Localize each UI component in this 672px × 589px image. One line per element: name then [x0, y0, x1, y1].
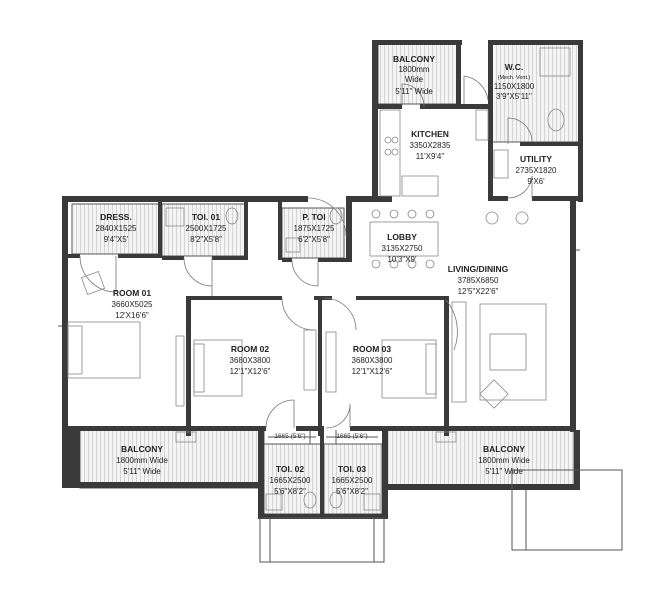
label-lobby: LOBBY 3135X2750 10'3"X9'	[382, 232, 423, 264]
svg-text:12'5"X22'6": 12'5"X22'6"	[458, 287, 499, 296]
svg-text:2735X1820: 2735X1820	[516, 166, 557, 175]
svg-text:ROOM 01: ROOM 01	[113, 288, 152, 298]
svg-text:1800mm: 1800mm	[398, 65, 429, 74]
label-utility: UTILITY 2735X1820 9'X6'	[516, 154, 557, 186]
svg-text:5'11" Wide: 5'11" Wide	[395, 87, 433, 96]
label-room-01: ROOM 01 3660X5025 12'X16'6"	[112, 288, 153, 320]
label-toi02: 1665 (5'6") TOI. 02 1665X2500 5'6"X8'2"	[270, 433, 311, 496]
svg-text:9'4"X5': 9'4"X5'	[104, 235, 129, 244]
label-balcony-left: BALCONY 1800mm Wide 5'11" Wide	[116, 444, 168, 476]
svg-text:1665X2500: 1665X2500	[270, 476, 311, 485]
svg-text:1665 (5'6"): 1665 (5'6")	[336, 433, 367, 440]
svg-text:9'X6': 9'X6'	[527, 177, 545, 186]
svg-text:3680X3800: 3680X3800	[230, 356, 271, 365]
svg-text:BALCONY: BALCONY	[393, 54, 435, 64]
svg-text:10'3"X9': 10'3"X9'	[387, 255, 417, 264]
svg-text:ROOM 03: ROOM 03	[353, 344, 392, 354]
svg-text:5'11" Wide: 5'11" Wide	[123, 467, 161, 476]
label-ptoi: P. TOI 1875X1725 6'2"X5'8"	[294, 212, 335, 244]
svg-text:5'6"X8'2": 5'6"X8'2"	[274, 487, 306, 496]
svg-text:Wide: Wide	[405, 75, 424, 84]
svg-text:UTILITY: UTILITY	[520, 154, 552, 164]
svg-text:1800mm Wide: 1800mm Wide	[116, 456, 168, 465]
svg-text:3785X6850: 3785X6850	[458, 276, 499, 285]
label-wc: W.C. (Mech. Vent.) 1150X1800 3'9"X5'11"	[494, 62, 535, 101]
svg-text:LOBBY: LOBBY	[387, 232, 417, 242]
label-kitchen: KITCHEN 3350X2835 11'X9'4"	[410, 129, 451, 161]
svg-text:3'9"X5'11": 3'9"X5'11"	[496, 92, 532, 101]
svg-text:DRESS.: DRESS.	[100, 212, 132, 222]
label-balcony-right: BALCONY 1800mm Wide 5'11" Wide	[478, 444, 530, 476]
svg-text:BALCONY: BALCONY	[483, 444, 525, 454]
label-balcony-top: BALCONY 1800mm Wide 5'11" Wide	[393, 54, 435, 96]
svg-text:1800mm Wide: 1800mm Wide	[478, 456, 530, 465]
toilet-01-floor	[161, 203, 247, 257]
svg-text:6'2"X5'8": 6'2"X5'8"	[298, 235, 330, 244]
svg-text:5'11" Wide: 5'11" Wide	[485, 467, 523, 476]
svg-text:2840X1525: 2840X1525	[96, 224, 137, 233]
walls	[62, 40, 583, 519]
wc-floor	[491, 43, 581, 143]
svg-text:1665X2500: 1665X2500	[332, 476, 373, 485]
dress-floor	[71, 203, 161, 255]
svg-text:(Mech. Vent.): (Mech. Vent.)	[498, 75, 531, 81]
svg-text:8'2"X5'8": 8'2"X5'8"	[190, 235, 222, 244]
balcony-bottom-left-floor	[79, 429, 265, 489]
svg-text:1665 (5'6"): 1665 (5'6")	[274, 433, 305, 440]
doors	[79, 75, 533, 429]
svg-text:1875X1725: 1875X1725	[294, 224, 335, 233]
svg-text:11'X9'4": 11'X9'4"	[416, 152, 445, 161]
svg-text:BALCONY: BALCONY	[121, 444, 163, 454]
svg-text:TOI. 01: TOI. 01	[192, 212, 220, 222]
svg-text:3660X5025: 3660X5025	[112, 300, 153, 309]
svg-text:1150X1800: 1150X1800	[494, 82, 535, 91]
svg-text:3350X2835: 3350X2835	[410, 141, 451, 150]
svg-text:12'1"X12'6": 12'1"X12'6"	[230, 367, 271, 376]
svg-text:5'6"X8'2": 5'6"X8'2"	[336, 487, 368, 496]
label-living-dining: LIVING/DINING 3785X6850 12'5"X22'6"	[448, 264, 509, 296]
svg-text:12'1"X12'6": 12'1"X12'6"	[352, 367, 393, 376]
label-toi01: TOI. 01 2500X1725 8'2"X5'8"	[186, 212, 227, 244]
svg-text:P. TOI: P. TOI	[302, 212, 325, 222]
outline-lines	[58, 249, 623, 563]
label-toi03: 1665 (5'6") TOI. 03 1665X2500 5'6"X8'2"	[332, 433, 373, 496]
svg-text:2500X1725: 2500X1725	[186, 224, 227, 233]
svg-text:LIVING/DINING: LIVING/DINING	[448, 264, 509, 274]
svg-text:TOI. 02: TOI. 02	[276, 464, 304, 474]
svg-text:3680X3800: 3680X3800	[352, 356, 393, 365]
label-room-03: ROOM 03 3680X3800 12'1"X12'6"	[352, 344, 393, 376]
svg-text:KITCHEN: KITCHEN	[411, 129, 449, 139]
label-room-02: ROOM 02 3680X3800 12'1"X12'6"	[230, 344, 271, 376]
svg-text:W.C.: W.C.	[505, 62, 523, 72]
svg-text:3135X2750: 3135X2750	[382, 244, 423, 253]
svg-text:TOI. 03: TOI. 03	[338, 464, 366, 474]
svg-text:ROOM 02: ROOM 02	[231, 344, 270, 354]
balcony-top-floor	[377, 43, 461, 105]
furniture	[67, 47, 571, 511]
toilet-02-floor	[263, 443, 323, 515]
svg-text:12'X16'6": 12'X16'6"	[115, 311, 149, 320]
label-dress: DRESS. 2840X1525 9'4"X5'	[96, 212, 137, 244]
